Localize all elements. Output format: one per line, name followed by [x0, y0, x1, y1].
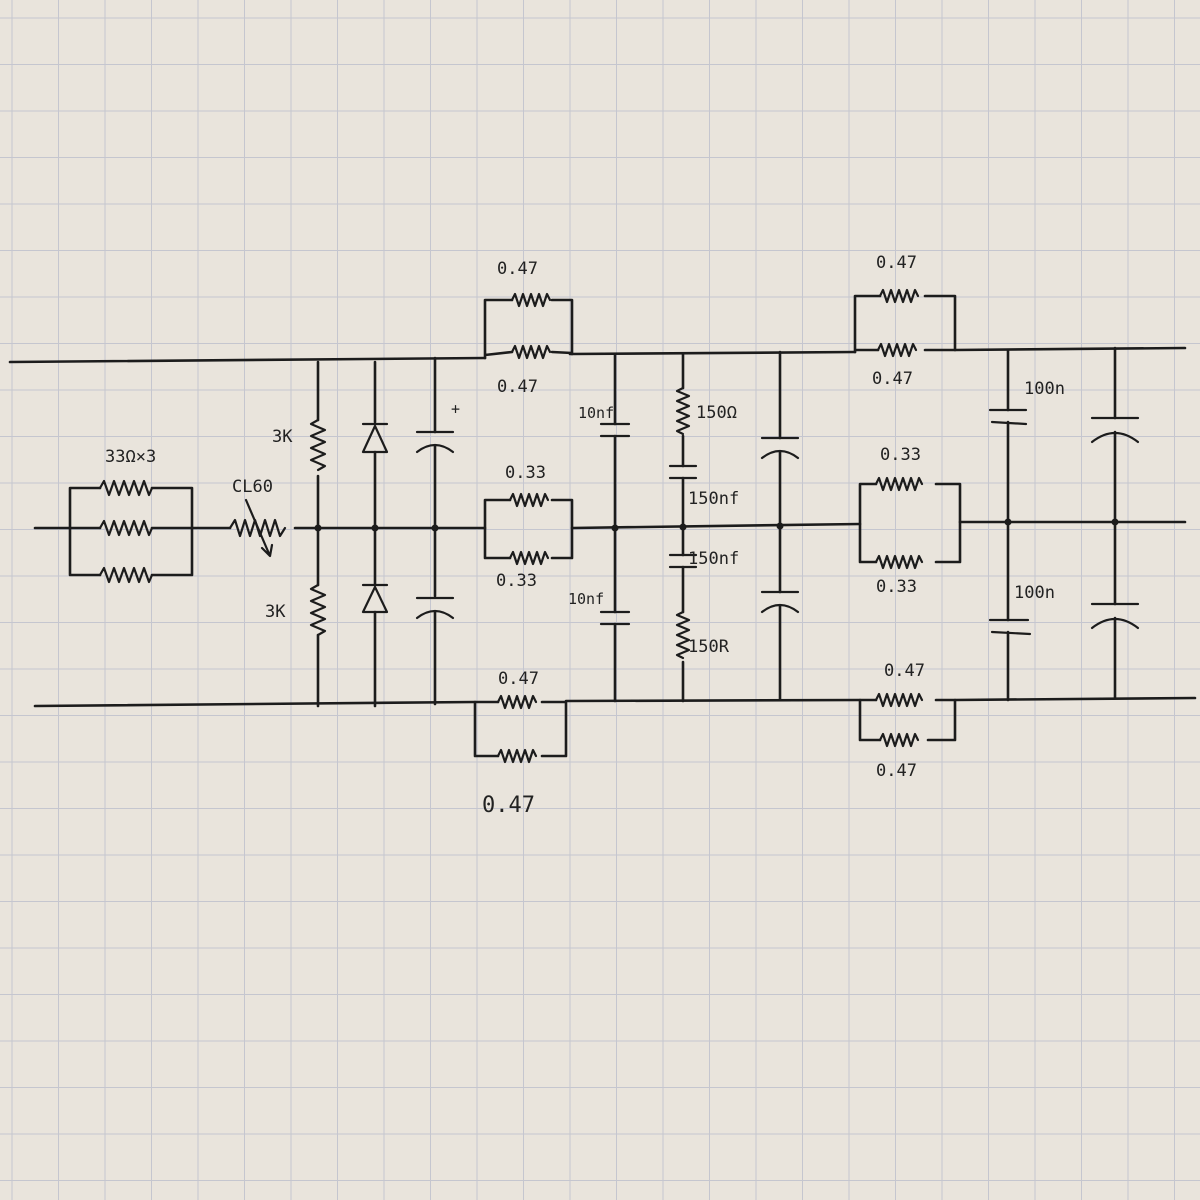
bleed-resistor-top-label: 3K — [272, 427, 293, 447]
film-cap-bottom-label: 10nf — [568, 590, 604, 608]
ntc-thermistor: CL60 — [228, 477, 287, 558]
snubber-cap-bottom — [668, 553, 698, 569]
shunt-top-left: 0.47 0.47 — [483, 259, 574, 397]
input-resistor-label: 33Ω×3 — [105, 447, 156, 467]
input-resistor-1 — [98, 479, 154, 497]
diode-top — [361, 422, 389, 454]
mid-right-r-lower-label: 0.33 — [876, 577, 917, 597]
diode-pair — [361, 360, 389, 708]
bleed-resistors: 3K 3K — [265, 360, 327, 708]
mid-left-r-lower-label: 0.33 — [496, 571, 537, 591]
bleed-resistor-top — [309, 418, 327, 472]
input-resistor-2 — [98, 519, 154, 537]
snubber-resistor-bottom — [675, 610, 691, 660]
top-right-r-upper-label: 0.47 — [876, 253, 917, 273]
top-rail — [8, 346, 1187, 364]
bleed-resistor-bottom-label: 3K — [265, 602, 286, 622]
shunt-bottom-left: 0.47 0.47 — [473, 669, 568, 818]
middle-rail — [33, 520, 1187, 530]
film-capacitor-pair: 10nf 10nf — [568, 352, 631, 703]
output-cap-top-label: 100n — [1024, 379, 1065, 399]
shunt-top-right: 0.47 0.47 — [853, 253, 957, 389]
top-left-r-upper-label: 0.47 — [497, 259, 538, 279]
bulk-capacitor-bottom — [415, 596, 455, 620]
snubber-c-bottom-label: 150nf — [688, 549, 739, 569]
output-cap-bottom-label: 100n — [1014, 583, 1055, 603]
top-left-r-lower-label: 0.47 — [497, 377, 538, 397]
shunt-mid-right: 0.33 0.33 — [858, 445, 962, 597]
snubber-cap-top — [668, 464, 698, 480]
film-capacitor-top — [599, 422, 631, 438]
bot-left-r-lower-label: 0.47 — [482, 793, 535, 818]
junction-dots — [314, 518, 1119, 532]
bot-right-r-upper-label: 0.47 — [884, 661, 925, 681]
bulk-capacitor-pair: + — [415, 356, 460, 706]
shunt-bottom-right: 0.47 0.47 — [858, 661, 957, 781]
far-right-capacitor-pair — [1090, 346, 1140, 700]
bleed-resistor-bottom — [309, 583, 327, 637]
capacitor-polarity-mark: + — [451, 400, 460, 418]
film-cap-top-label: 10nf — [578, 404, 614, 422]
snubber-resistor-top — [675, 386, 691, 436]
mid-left-r-upper-label: 0.33 — [505, 463, 546, 483]
bot-right-r-lower-label: 0.47 — [876, 761, 917, 781]
bulk-capacitor-top — [415, 430, 455, 454]
mid-capacitor-pair — [760, 350, 800, 702]
thermistor-arrow — [244, 498, 274, 558]
snubber-c-top-label: 150nf — [688, 489, 739, 509]
thermistor-label: CL60 — [232, 477, 273, 497]
diode-bottom — [361, 583, 389, 614]
shunt-mid-left: 0.33 0.33 — [483, 463, 574, 591]
output-capacitor-pair: 100n 100n — [988, 348, 1065, 702]
snubber-r-bottom-label: 150R — [688, 637, 730, 657]
input-resistor-3 — [98, 566, 154, 584]
snubber-r-top-label: 150Ω — [696, 403, 737, 423]
top-right-r-lower-label: 0.47 — [872, 369, 913, 389]
bot-left-r-upper-label: 0.47 — [498, 669, 539, 689]
rc-snubber: 150Ω 150nf 150nf 150R — [668, 352, 739, 703]
film-capacitor-bottom — [599, 610, 631, 626]
input-resistor-bank: 33Ω×3 — [68, 447, 194, 584]
mid-right-r-upper-label: 0.33 — [880, 445, 921, 465]
